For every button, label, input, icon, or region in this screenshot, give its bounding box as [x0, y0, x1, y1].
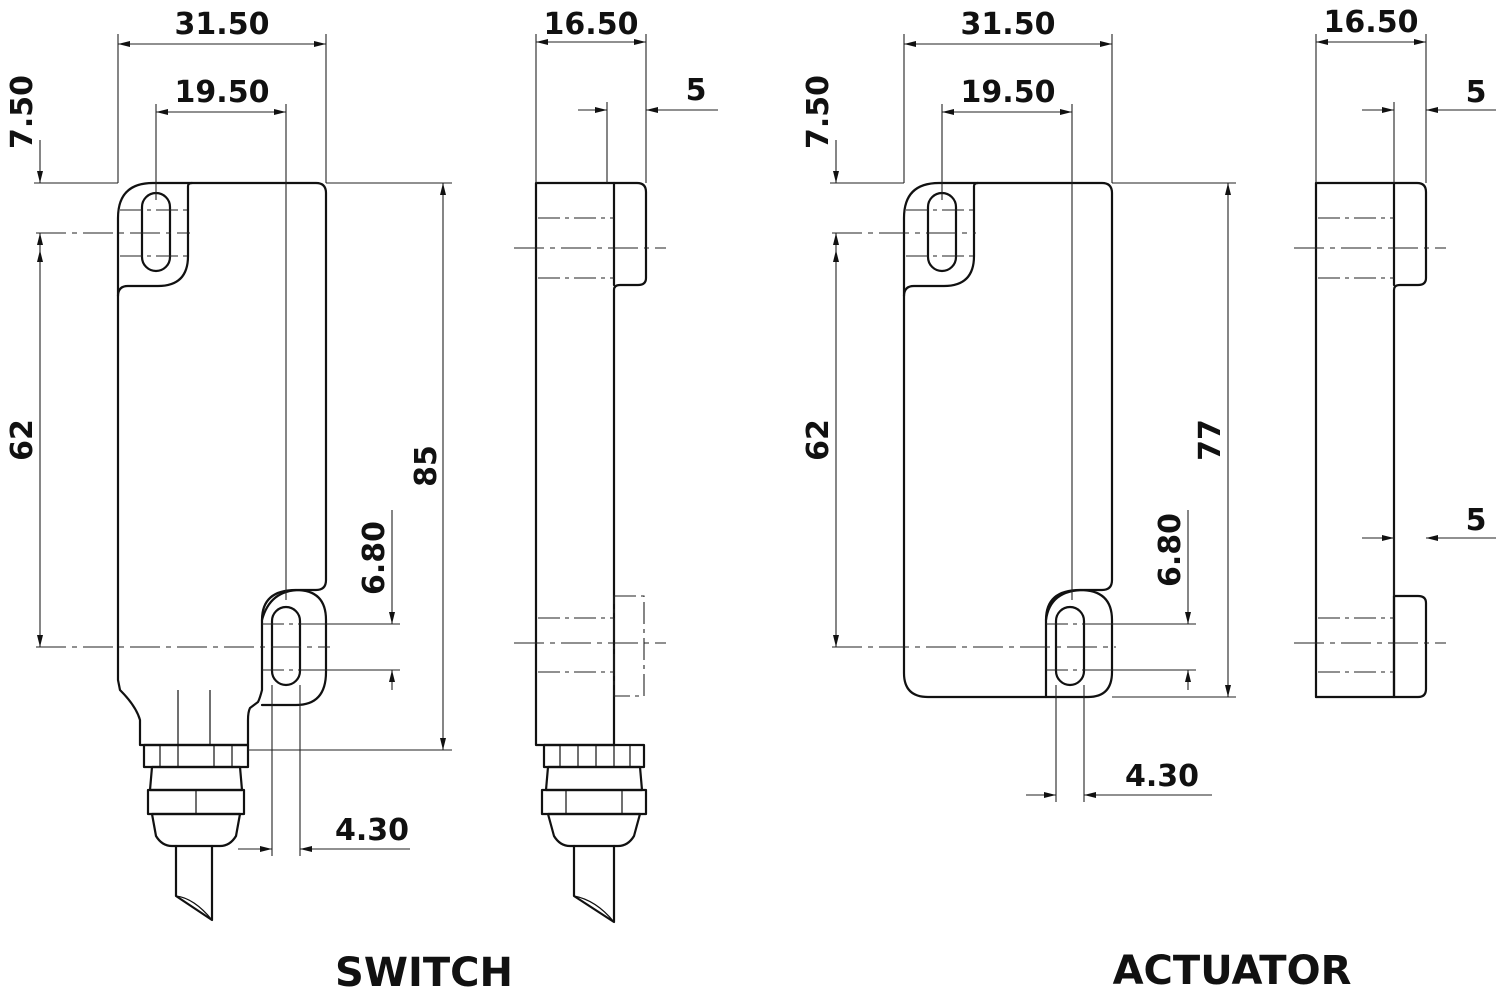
actuator-dimensions: 31.50 19.50 7.50 62 77 6.80 4.30	[801, 7, 1236, 802]
actuator-body-outline	[902, 181, 1114, 699]
switch-bottom-ear	[260, 588, 328, 707]
switch-side-view	[514, 181, 666, 924]
actuator-top-offset-label: 7.50	[801, 75, 836, 149]
switch-slot-width-label: 4.30	[335, 813, 409, 848]
switch-width-label: 31.50	[175, 7, 270, 42]
actuator-hole-vertical-spacing-label: 62	[801, 419, 836, 461]
switch-side-dimensions: 16.50 5	[535, 7, 718, 183]
actuator-depth-label: 16.50	[1324, 5, 1419, 40]
switch-front-view	[36, 181, 330, 922]
actuator-width-label: 31.50	[961, 7, 1056, 42]
actuator-slot-width-label: 4.30	[1125, 759, 1199, 794]
actuator-bottom-ear	[1044, 588, 1114, 699]
actuator-top-slot	[926, 191, 958, 273]
switch-side-outline	[534, 181, 648, 747]
switch-slot-length-label: 6.80	[357, 521, 392, 595]
actuator-top-ear	[902, 181, 980, 298]
actuator-side-outline	[1314, 181, 1428, 699]
actuator-title: ACTUATOR	[1113, 948, 1352, 994]
switch-dimensions: 31.50 19.50 7.50 62 85 6.80 4.30	[5, 7, 452, 856]
actuator-slot-length-label: 6.80	[1153, 513, 1188, 587]
actuator-hole-spacing-label: 19.50	[961, 75, 1056, 110]
switch-top-slot	[140, 191, 172, 273]
actuator-boss-depth-top-label: 5	[1466, 75, 1487, 110]
actuator-boss-depth-bottom-label: 5	[1466, 503, 1487, 538]
switch-top-ear	[116, 181, 194, 298]
actuator-side-view	[1294, 181, 1446, 699]
actuator-front-view	[832, 181, 1116, 699]
switch-depth-label: 16.50	[544, 7, 639, 42]
switch-top-offset-label: 7.50	[5, 75, 40, 149]
actuator-overall-length-label: 77	[1193, 419, 1228, 461]
switch-hole-spacing-label: 19.50	[175, 75, 270, 110]
switch-body-outline	[116, 181, 328, 747]
actuator-bottom-slot	[1054, 605, 1086, 687]
switch-hole-vertical-spacing-label: 62	[5, 419, 40, 461]
switch-title: SWITCH	[335, 950, 513, 995]
switch-side-cable	[572, 844, 616, 924]
switch-bottom-slot	[270, 605, 302, 687]
switch-cable	[174, 844, 214, 922]
switch-overall-length-label: 85	[409, 445, 444, 487]
switch-boss-depth-label: 5	[686, 73, 707, 108]
actuator-side-dimensions: 16.50 5 5	[1315, 5, 1496, 596]
